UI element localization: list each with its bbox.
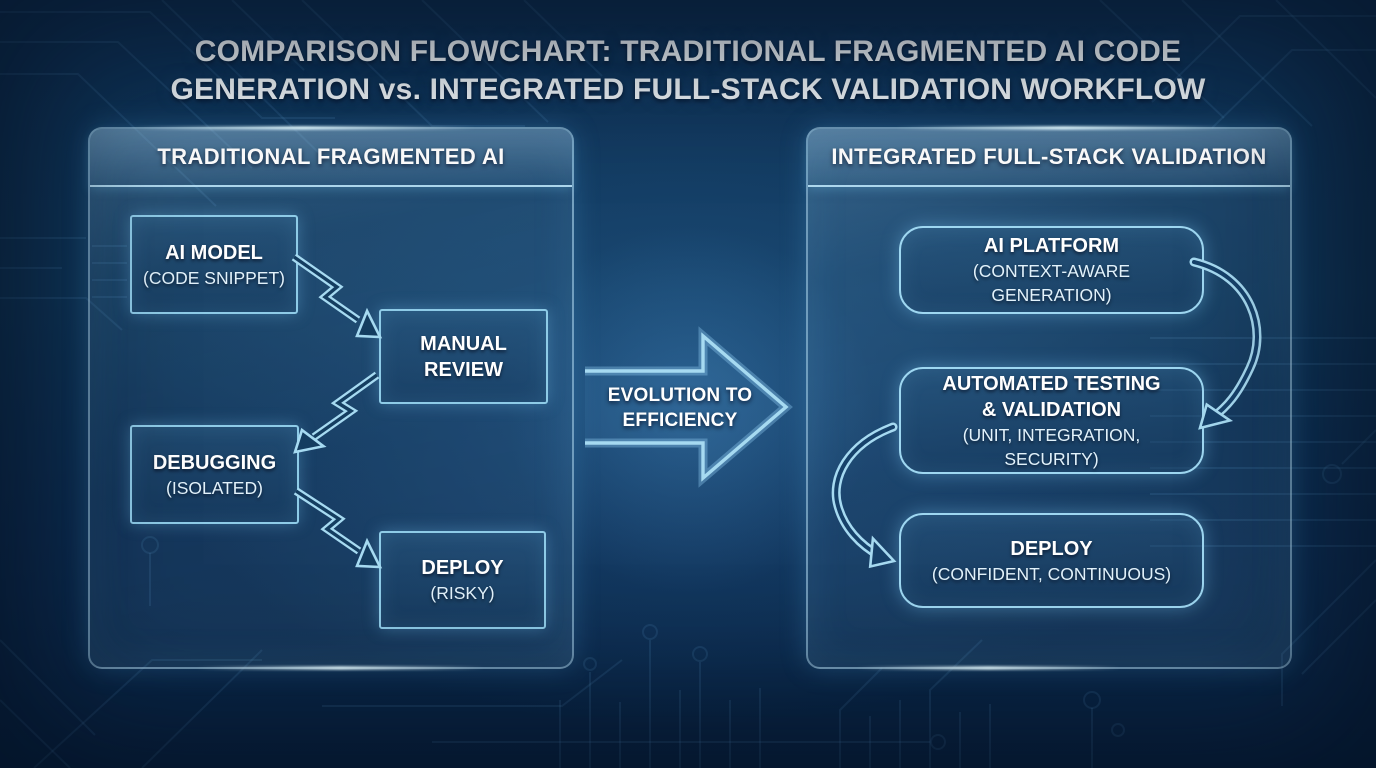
node-sublabel: (CONFIDENT, CONTINUOUS)	[931, 563, 1172, 584]
panel-traditional-fragmented-ai: TRADITIONAL FRAGMENTED AI AI MODEL (CODE…	[88, 126, 574, 670]
node-sublabel: (CONTEXT-AWARE GENERATION)	[972, 261, 1131, 305]
evolution-label-line2: EFFICIENCY	[622, 410, 738, 431]
node-label: DEPLOY	[421, 557, 504, 579]
node-label: AI MODEL	[165, 241, 263, 264]
node-ai-platform: AI PLATFORM (CONTEXT-AWARE GENERATION)	[899, 226, 1204, 314]
node-sublabel: (ISOLATED)	[166, 477, 263, 498]
node-label: MANUAL REVIEW	[420, 332, 507, 381]
node-debugging: DEBUGGING (ISOLATED)	[130, 425, 299, 524]
node-label: DEPLOY	[1010, 537, 1093, 560]
panel-header-traditional: TRADITIONAL FRAGMENTED AI	[90, 129, 572, 187]
panel-header-integrated: INTEGRATED FULL-STACK VALIDATION	[808, 129, 1290, 187]
node-label: DEBUGGING	[152, 451, 277, 474]
evolution-arrow-label: EVOLUTION TO EFFICIENCY	[592, 383, 768, 433]
node-sublabel: (UNIT, INTEGRATION, SECURITY)	[962, 424, 1141, 469]
page-title: COMPARISON FLOWCHART: TRADITIONAL FRAGME…	[0, 33, 1376, 109]
node-deploy-risky: DEPLOY (RISKY)	[379, 531, 546, 629]
page-title-line1: COMPARISON FLOWCHART: TRADITIONAL FRAGME…	[194, 35, 1182, 68]
evolution-label-line1: EVOLUTION TO	[607, 385, 753, 406]
node-label: AUTOMATED TESTING & VALIDATION	[942, 372, 1161, 421]
page-title-line2: GENERATION vs. INTEGRATED FULL-STACK VAL…	[170, 73, 1206, 106]
node-label: AI PLATFORM	[983, 235, 1120, 257]
node-automated-testing-validation: AUTOMATED TESTING & VALIDATION (UNIT, IN…	[899, 367, 1204, 474]
node-deploy-confident: DEPLOY (CONFIDENT, CONTINUOUS)	[899, 513, 1204, 608]
node-manual-review: MANUAL REVIEW	[379, 309, 548, 404]
node-ai-model: AI MODEL (CODE SNIPPET)	[130, 215, 298, 314]
node-sublabel: (CODE SNIPPET)	[143, 267, 285, 288]
panel-integrated-full-stack-validation: INTEGRATED FULL-STACK VALIDATION AI PLAT…	[806, 126, 1292, 670]
node-sublabel: (RISKY)	[430, 583, 495, 603]
